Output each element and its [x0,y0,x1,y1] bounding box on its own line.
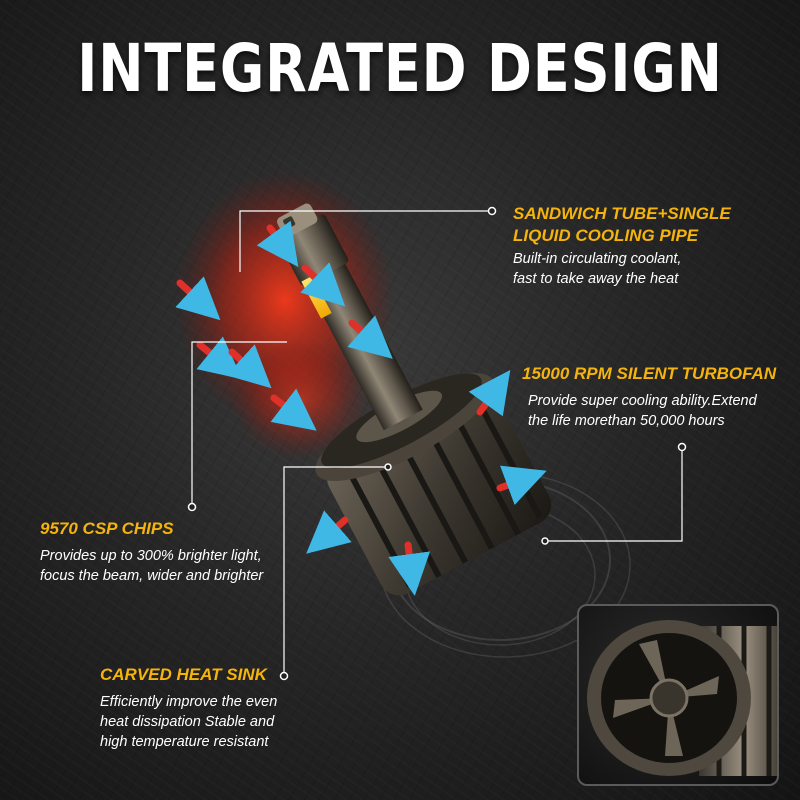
description-line: heat dissipation Stable and [100,714,275,730]
fan-closeup-inset [577,604,779,786]
callout-heading: SANDWICH TUBE+SINGLE [513,204,731,223]
hot-air-arrows [175,220,547,596]
arrow-icon [270,388,317,431]
description-line: Provides up to 300% brighter light, [40,548,262,564]
callout-description: Provide super cooling ability.Extend the… [528,391,776,431]
callout-turbofan: 15000 RPM SILENT TURBOFAN Provide super … [522,363,776,431]
arrow-icon [347,315,393,359]
description-line: fast to take away the heat [513,271,679,287]
arrow-icon [388,541,431,596]
callout-description: Built-in circulating coolant, fast to ta… [513,249,731,289]
arrow-icon [175,276,221,321]
page-title: INTEGRATED DESIGN [77,30,723,107]
callout-heading: LIQUID COOLING PIPE [513,226,699,245]
description-line: Provide super cooling ability.Extend [528,393,757,409]
callout-heat-sink: CARVED HEAT SINK Efficiently improve the… [100,664,277,752]
arrow-icon [468,369,511,417]
callout-sandwich-tube: SANDWICH TUBE+SINGLE LIQUID COOLING PIPE… [513,203,731,289]
callout-description: Provides up to 300% brighter light, focu… [40,546,263,586]
callout-csp-chips: 9570 CSP CHIPS Provides up to 300% brigh… [40,518,263,586]
callout-heading: CARVED HEAT SINK [100,665,267,684]
arrow-icon [300,262,346,307]
arrow-icon [256,220,299,267]
description-line: Built-in circulating coolant, [513,251,682,267]
arrow-icon [196,336,243,380]
arrow-icon [496,465,547,505]
leader-lines [191,210,683,676]
callout-heading: 15000 RPM SILENT TURBOFAN [522,364,777,383]
callout-heading: 9570 CSP CHIPS [40,519,174,538]
description-line: the life morethan 50,000 hours [528,413,725,429]
callout-description: Efficiently improve the even heat dissip… [100,692,277,752]
description-line: focus the beam, wider and brighter [40,568,264,584]
arrow-icon [226,344,272,389]
leader-dots [187,206,687,681]
cooling-fan-closeup [587,620,777,776]
arrow-icon [306,510,352,554]
description-line: Efficiently improve the even [100,694,278,710]
description-line: high temperature resistant [100,734,269,750]
